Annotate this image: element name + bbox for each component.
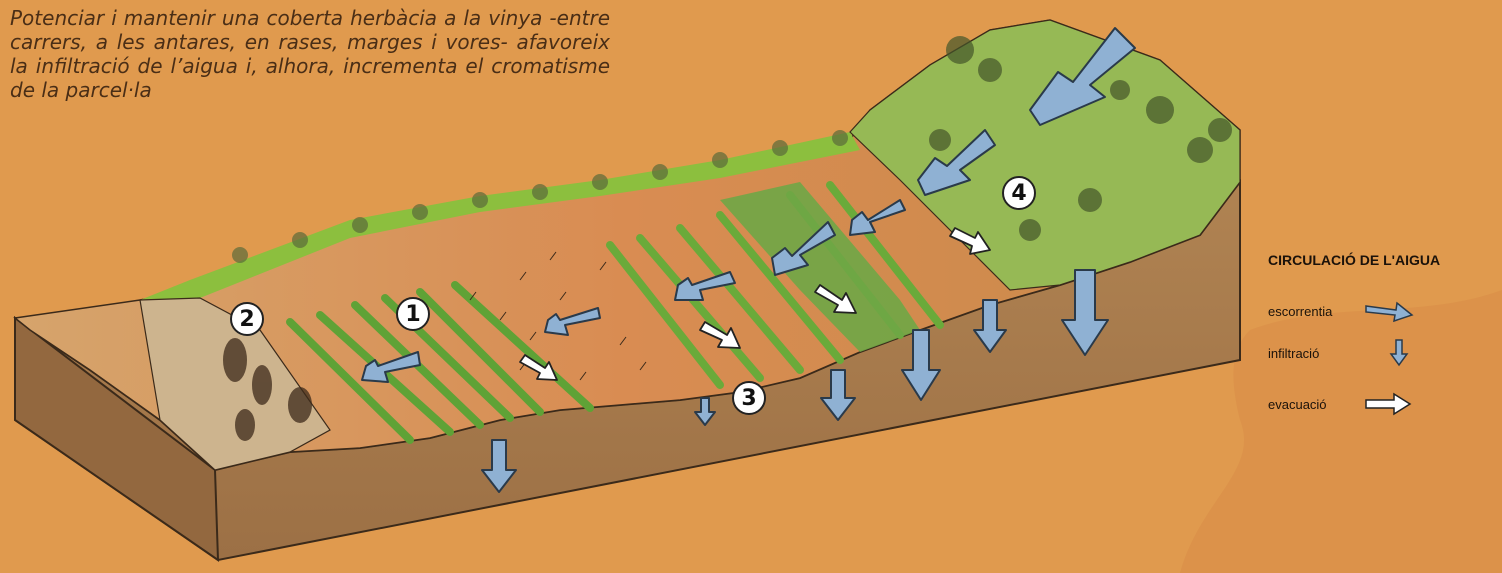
grass-terrace <box>720 182 920 352</box>
infiltration-arrow <box>1061 269 1109 356</box>
woodland-trees <box>929 36 1232 241</box>
zone-marker-1: 1 <box>396 297 430 331</box>
grass-hedge <box>140 132 860 300</box>
runoff-arrow <box>771 221 836 276</box>
infiltration-arrow <box>973 299 1007 353</box>
zone-marker-4: 4 <box>1002 176 1036 210</box>
soil-side-face <box>14 315 220 562</box>
infiltration-arrow <box>820 369 856 421</box>
legend-label: escorrentia <box>1268 303 1333 319</box>
zone-marker-3: 3 <box>732 381 766 415</box>
runoff-arrow <box>544 307 601 336</box>
legend-label: evacuació <box>1268 396 1327 412</box>
runoff-arrow <box>917 129 996 196</box>
legend-item-drainage: evacuació <box>1268 392 1414 416</box>
background-contour <box>1180 290 1502 573</box>
zone-marker-2: 2 <box>230 302 264 336</box>
runoff-arrow-icon <box>1365 301 1414 323</box>
drainage-arrow <box>814 284 857 314</box>
drainage-arrow <box>699 321 741 349</box>
legend-label: infiltració <box>1268 345 1320 361</box>
rocky-bank <box>139 297 331 471</box>
drainage-arrow-icon <box>1365 392 1412 416</box>
drainage-arrows <box>519 227 991 381</box>
drainage-arrow <box>949 227 991 255</box>
infiltration-arrows <box>481 269 1109 493</box>
hedge-trees <box>232 130 848 263</box>
runoff-arrow <box>674 271 736 301</box>
vine-plot <box>469 251 647 381</box>
runoff-arrow <box>849 199 906 236</box>
infiltration-arrow <box>694 397 716 426</box>
runoff-arrow <box>1029 27 1136 126</box>
runoff-arrows <box>361 27 1136 383</box>
drainage-arrow <box>519 354 558 381</box>
legend-title: CIRCULACIÓ DE L'AIGUA <box>1268 252 1441 268</box>
runoff-arrow <box>361 351 421 383</box>
bank-shrubs <box>223 338 312 441</box>
infiltration-arrow <box>901 329 941 401</box>
infiltration-arrow <box>481 439 517 493</box>
legend-item-runoff: escorrentia <box>1268 300 1414 323</box>
legend-item-infiltration: infiltració <box>1268 339 1414 367</box>
infiltration-arrow-icon <box>1389 339 1409 367</box>
intro-text: Potenciar i mantenir una coberta herbàci… <box>10 6 610 102</box>
